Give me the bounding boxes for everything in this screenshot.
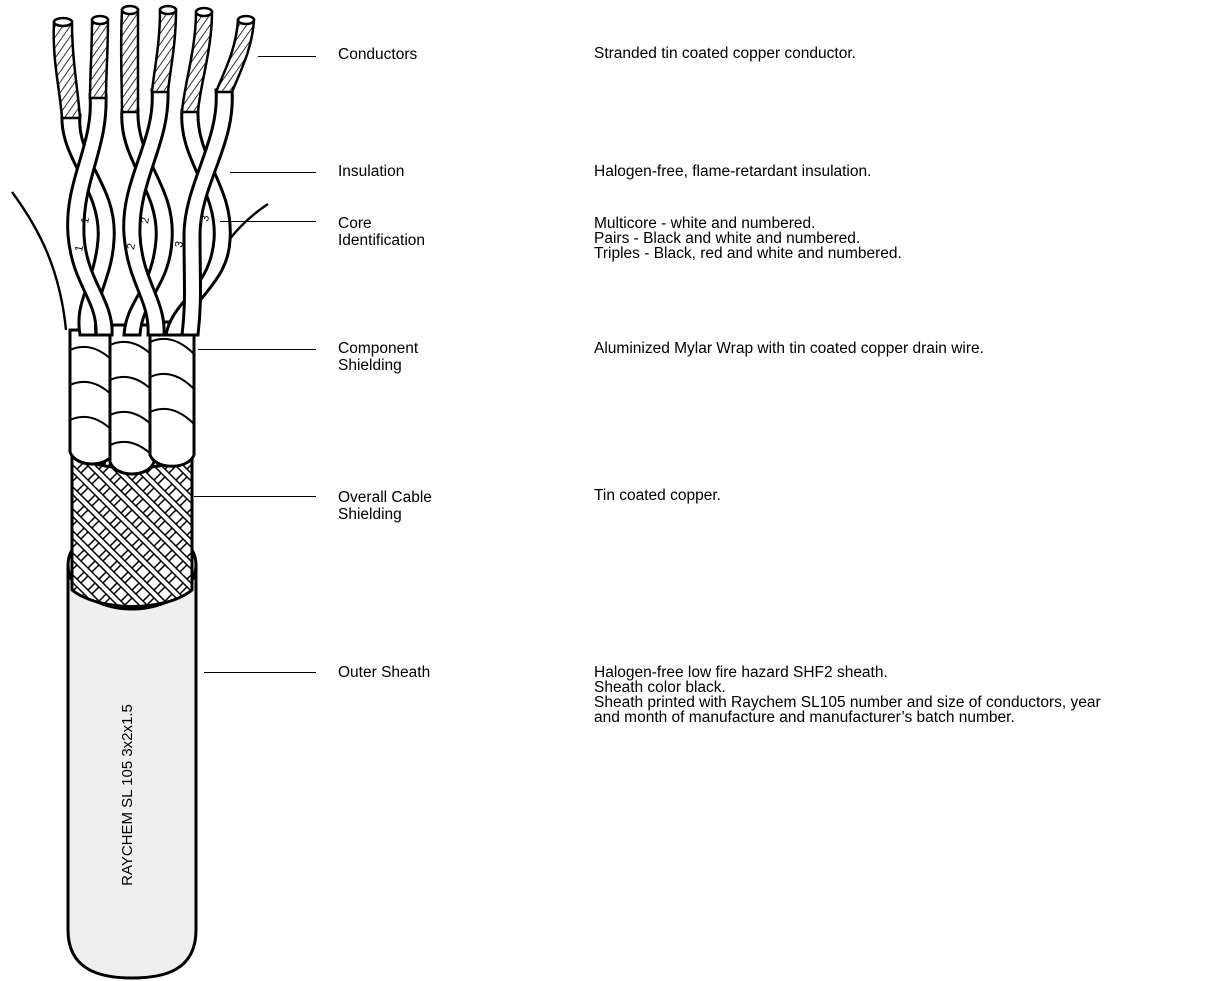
description-component-shielding: Aluminized Mylar Wrap with tin coated co… — [594, 341, 984, 356]
sheath-print-text: RAYCHEM SL 105 3x2x1.5 — [119, 675, 137, 915]
description-insulation: Halogen-free, flame-retardant insulation… — [594, 164, 871, 179]
label-overall-cable-shielding: Overall Cable Shielding — [338, 489, 432, 523]
core-number: 3 — [199, 214, 212, 222]
component-shielding-leader-line — [198, 349, 316, 350]
conductors-leader-line — [258, 56, 316, 57]
label-component-shielding: Component Shielding — [338, 340, 418, 374]
outer-sheath-leader-line — [204, 672, 316, 673]
core-identification-leader-line — [220, 221, 316, 222]
description-overall-cable-shielding: Tin coated copper. — [594, 488, 721, 503]
description-outer-sheath: Halogen-free low fire hazard SHF2 sheath… — [594, 665, 1101, 725]
component-shields — [70, 322, 194, 474]
label-core-identification: Core Identification — [338, 215, 425, 249]
label-conductors: Conductors — [338, 46, 417, 63]
drain-wire-left — [12, 192, 66, 330]
label-outer-sheath: Outer Sheath — [338, 664, 430, 681]
core-number: 2 — [139, 216, 152, 224]
insulated-cores — [62, 90, 232, 335]
label-insulation: Insulation — [338, 163, 404, 180]
core-number: 1 — [79, 216, 92, 224]
description-conductors: Stranded tin coated copper conductor. — [594, 46, 856, 61]
insulation-leader-line — [230, 172, 316, 173]
overall-cable-shielding-leader-line — [194, 496, 316, 497]
description-core-identification: Multicore - white and numbered. Pairs - … — [594, 216, 902, 261]
